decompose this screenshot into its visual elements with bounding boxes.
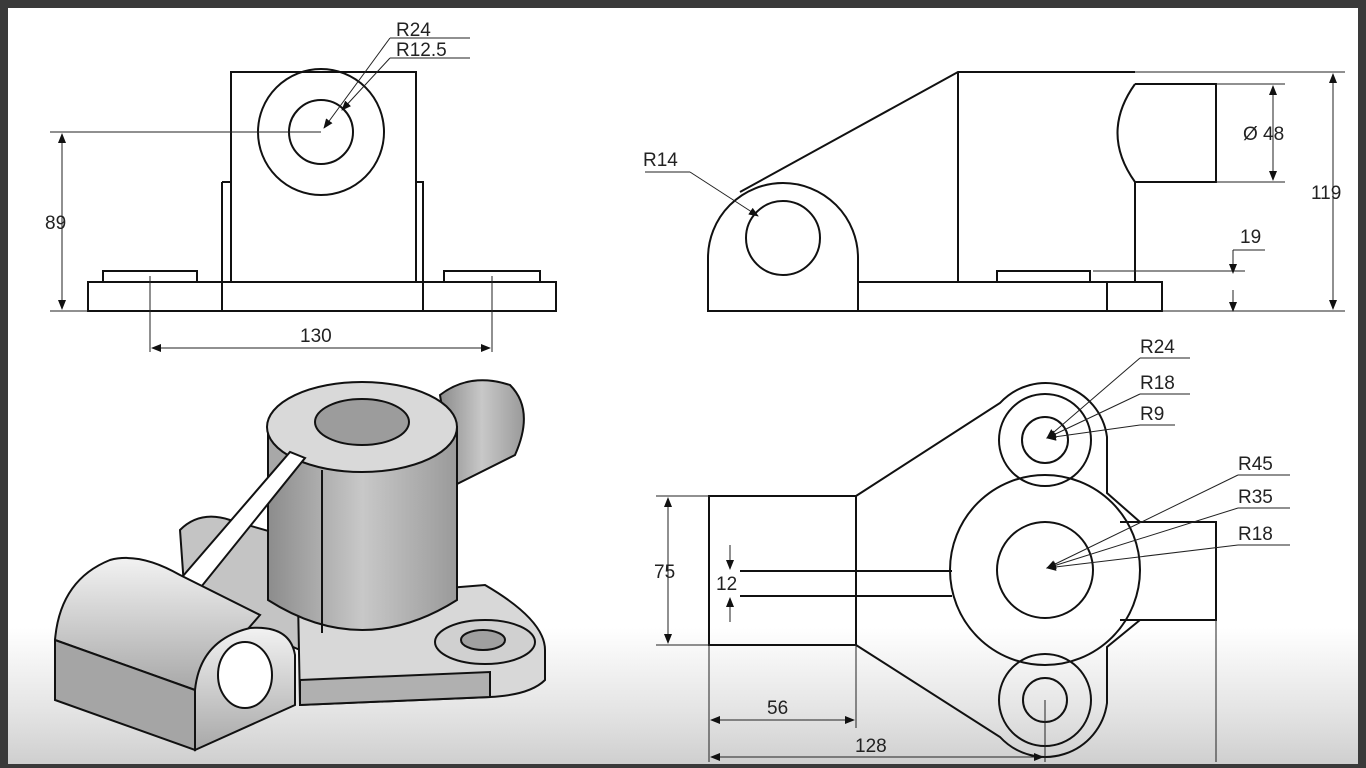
dim-119: 119 <box>1311 183 1341 204</box>
dim-89: 89 <box>45 213 66 234</box>
leader-main-r18: R18 <box>1238 524 1273 545</box>
leader-top-r9: R9 <box>1140 404 1164 425</box>
leader-r45: R45 <box>1238 454 1273 475</box>
dim-56: 56 <box>767 698 788 719</box>
dim-dia-48: Ø 48 <box>1243 124 1284 145</box>
leader-r24: R24 <box>396 20 431 41</box>
dim-128: 128 <box>855 736 887 757</box>
dim-75: 75 <box>654 562 675 583</box>
dim-12: 12 <box>716 574 737 595</box>
dim-130: 130 <box>300 326 332 347</box>
side-view: R14 Ø 48 119 19 <box>643 71 1345 312</box>
dim-19: 19 <box>1240 227 1261 248</box>
top-view: R24 R18 R9 R45 R35 R18 75 12 56 128 <box>654 337 1290 762</box>
leader-r12-5: R12.5 <box>396 40 447 61</box>
front-view: R24 R12.5 89 130 <box>45 20 557 352</box>
leader-r35: R35 <box>1238 487 1273 508</box>
leader-top-r18: R18 <box>1140 373 1175 394</box>
leader-r14: R14 <box>643 150 678 171</box>
leader-top-r24: R24 <box>1140 337 1175 358</box>
isometric-view <box>53 379 546 752</box>
